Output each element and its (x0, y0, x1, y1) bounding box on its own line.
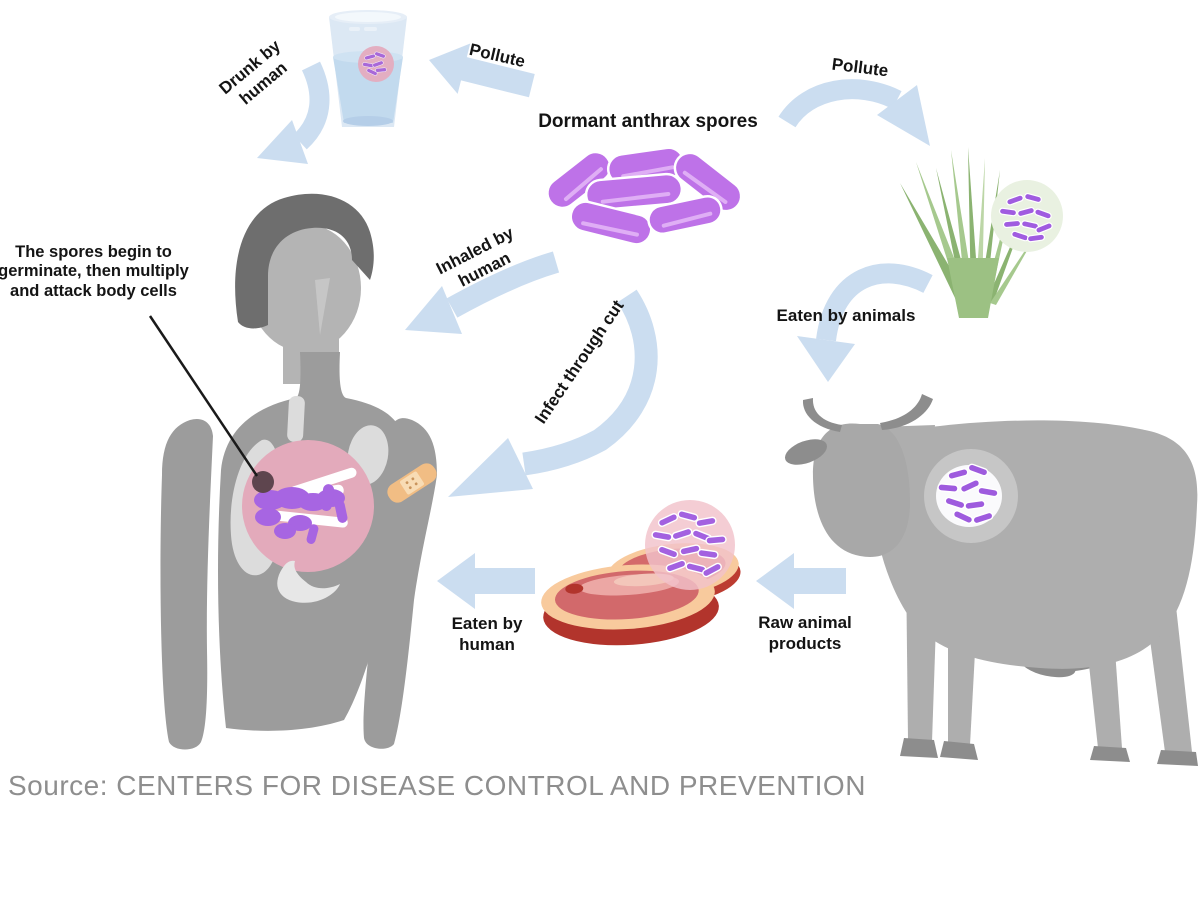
cow-icon (784, 394, 1198, 766)
cycle-arrows (257, 43, 933, 609)
eaten-by-human-arrow (437, 553, 535, 609)
diagram-title: Dormant anthrax spores (538, 111, 758, 132)
human-figure (160, 193, 437, 750)
water-spores-circle (358, 46, 394, 82)
label-raw-animal-products: Raw animal products (743, 613, 867, 654)
callout-line: and attack body cells (10, 281, 177, 300)
inhaled-by-human-arrow (405, 251, 560, 334)
raw-meat-icon (541, 500, 741, 646)
source-prefix: Source: (8, 770, 108, 801)
cow-spores-circle (924, 449, 1018, 543)
label-line: products (768, 633, 842, 653)
bandage-icon (387, 463, 437, 503)
callout-line: germinate, then multiply (0, 262, 189, 281)
eaten-by-animals-arrow (797, 263, 933, 382)
drunk-by-human-arrow (257, 61, 330, 164)
water-glass-icon (329, 10, 407, 127)
infect-through-cut-arrow (448, 289, 658, 497)
grass-spores-circle (991, 180, 1063, 252)
meat-spores-circle (645, 500, 735, 590)
label-eaten-by-animals: Eaten by animals (776, 306, 916, 325)
callout-pointer-line (148, 315, 259, 477)
grass-icon (900, 147, 1063, 318)
label-line: Eaten by (451, 614, 523, 633)
label-line: human (459, 634, 515, 654)
skin-lesion-dot (252, 471, 274, 493)
source-attribution: Source: CENTERS FOR DISEASE CONTROL AND … (8, 770, 866, 802)
pollute-grass-arrow (778, 79, 930, 146)
anthrax-spores-icon (546, 146, 743, 246)
raw-animal-products-arrow (756, 553, 846, 609)
infection-site-circle (242, 440, 374, 572)
label-line: Raw animal (758, 613, 852, 632)
label-eaten-by-human: Eaten by human (433, 614, 541, 655)
hair (235, 193, 374, 329)
callout-line: The spores begin to (15, 243, 172, 261)
germinating-bacteria (254, 467, 357, 544)
source-text: CENTERS FOR DISEASE CONTROL AND PREVENTI… (116, 770, 866, 801)
pollute-water-arrow (429, 43, 535, 98)
callout-spores-germinate: The spores begin to germinate, then mult… (0, 243, 211, 301)
heart-shape (277, 560, 340, 603)
